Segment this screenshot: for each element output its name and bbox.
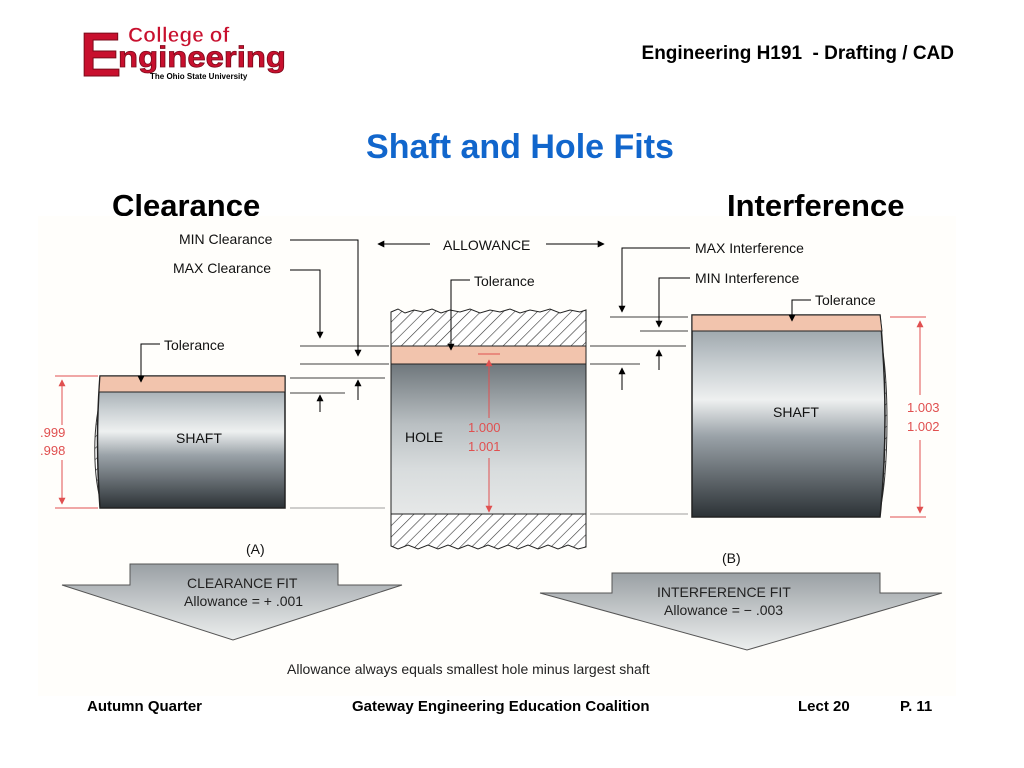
logo-line-3: The Ohio State University [150, 72, 248, 81]
tolerance-a-callout: Tolerance [137, 337, 225, 383]
interference-extension-lines [590, 316, 688, 390]
logo-big-letter: E [80, 21, 121, 82]
footer-coalition: Gateway Engineering Education Coalition [352, 698, 650, 715]
college-of-engineering-logo: E College of ngineering The Ohio State U… [78, 18, 290, 82]
shaft-a-dimension: .999 .998 [40, 375, 98, 509]
shaft-b: SHAFT [691, 314, 888, 518]
clearance-fit-arrow: CLEARANCE FIT Allowance = + .001 [61, 563, 403, 641]
logo-line-2: ngineering [118, 41, 286, 74]
allowance-callout: ALLOWANCE [377, 237, 605, 253]
figure-b-label: (B) [722, 550, 741, 566]
min-interference-label: MIN Interference [695, 270, 799, 286]
shaft-b-dim-lower: 1.002 [907, 419, 940, 434]
clearance-fit-allowance: Allowance = + .001 [184, 593, 303, 609]
min-clearance-label: MIN Clearance [179, 231, 273, 247]
tolerance-b-label: Tolerance [815, 292, 876, 308]
max-interference-callout: MAX Interference [618, 240, 804, 313]
hole-dimension: 1.000 1.001 [468, 353, 501, 513]
tolerance-a-label: Tolerance [164, 337, 225, 353]
max-clearance-label: MAX Clearance [173, 260, 271, 276]
footer-lecture: Lect 20 [798, 698, 850, 715]
footer-page: P. 11 [900, 698, 933, 715]
min-clearance-callout: MIN Clearance [179, 231, 362, 357]
figure-a-label: (A) [246, 541, 265, 557]
max-clearance-callout: MAX Clearance [173, 260, 324, 339]
logo-line-1: College of [128, 24, 231, 47]
hole-dim-upper: 1.000 [468, 420, 501, 435]
clearance-fit-title: CLEARANCE FIT [187, 575, 298, 591]
max-interference-label: MAX Interference [695, 240, 804, 256]
hole-dim-lower: 1.001 [468, 439, 501, 454]
shaft-a-dim-lower: .998 [40, 443, 65, 458]
tolerance-hole-label: Tolerance [474, 273, 535, 289]
shaft-b-label: SHAFT [773, 404, 819, 420]
shaft-hole-fit-diagram: SHAFT .999 .998 Tolerance HOLE 1.000 1.0… [38, 216, 956, 696]
clearance-extension-lines [290, 345, 389, 412]
shaft-a-label: SHAFT [176, 430, 222, 446]
allowance-label: ALLOWANCE [443, 237, 530, 253]
interference-fit-title: INTERFERENCE FIT [657, 584, 791, 600]
interference-fit-arrow: INTERFERENCE FIT Allowance = − .003 [539, 572, 943, 651]
footer-quarter: Autumn Quarter [87, 698, 203, 715]
slide-title: Shaft and Hole Fits [366, 128, 674, 166]
allowance-note: Allowance always equals smallest hole mi… [287, 661, 650, 677]
shaft-b-dim-upper: 1.003 [907, 400, 940, 415]
course-title: Engineering H191 - Drafting / CAD [641, 43, 954, 64]
shaft-a-dim-upper: .999 [40, 425, 65, 440]
min-interference-callout: MIN Interference [655, 270, 799, 328]
tolerance-hole-callout: Tolerance [447, 273, 535, 351]
shaft-a: SHAFT [94, 375, 286, 509]
hole-label: HOLE [405, 429, 443, 445]
interference-fit-allowance: Allowance = − .003 [664, 602, 783, 618]
shaft-b-dimension: 1.003 1.002 [890, 316, 940, 518]
tolerance-b-callout: Tolerance [788, 292, 876, 322]
